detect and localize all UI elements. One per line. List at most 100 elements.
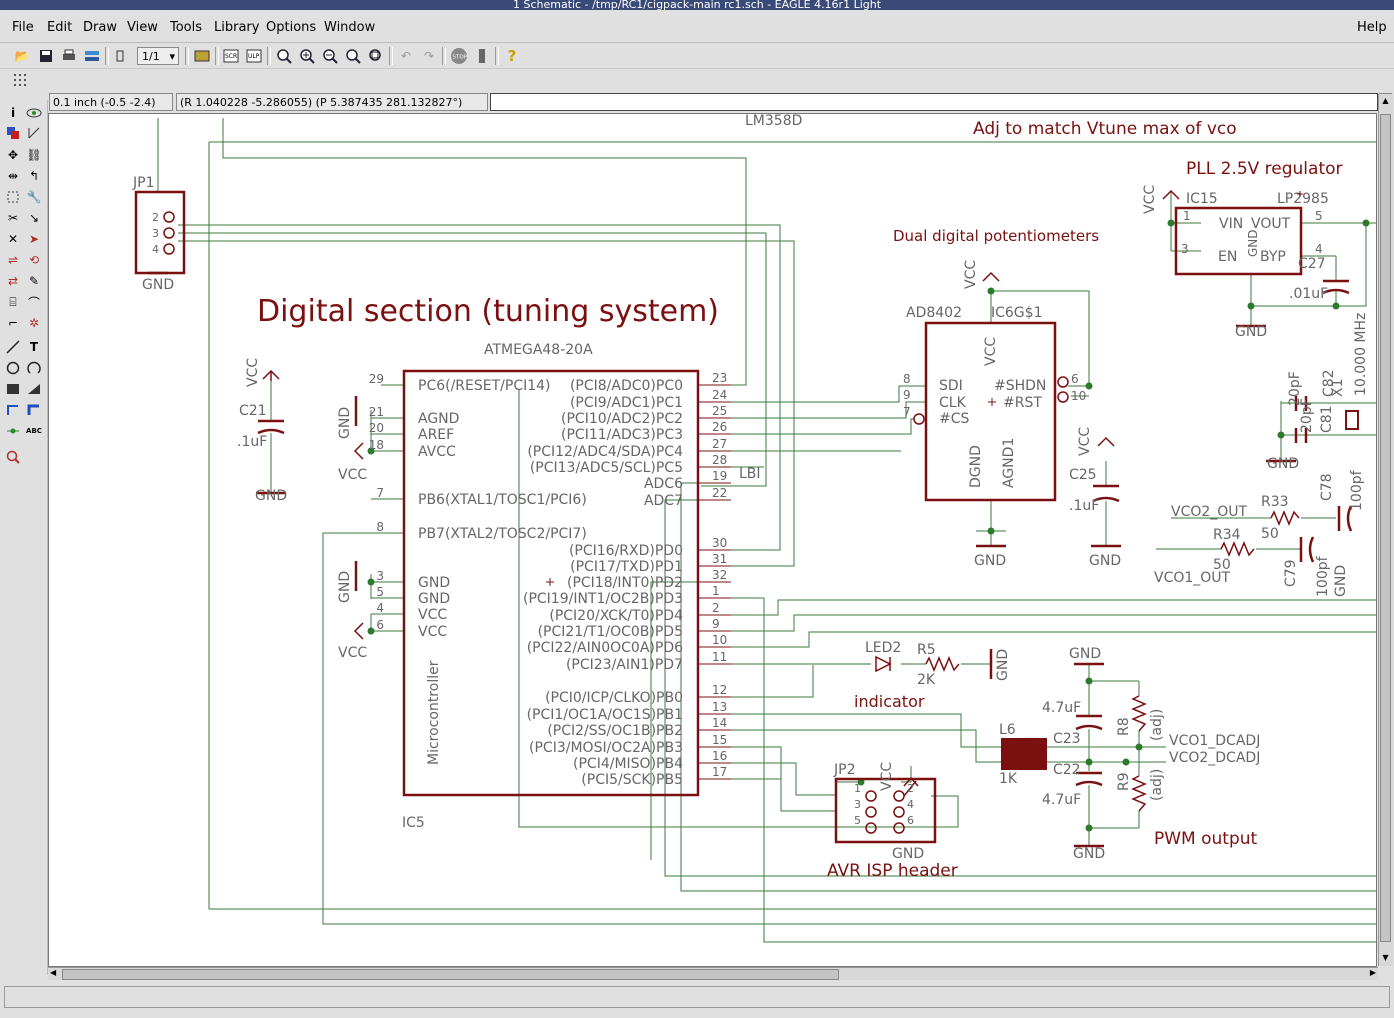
menu-options[interactable]: Options (266, 20, 317, 35)
delete-icon[interactable]: ✕ (7, 232, 19, 246)
mcu-pin-name: (PCI13/ADC5/SCL)PC5 (530, 460, 683, 476)
change-icon[interactable]: 🔧 (26, 190, 42, 204)
mcu-pin-number: 4 (376, 601, 384, 615)
junction-icon[interactable] (4, 422, 22, 440)
menu-window[interactable]: Window (324, 20, 376, 35)
mcu-pin-name: (PCI2/SS/OC1B)PB2 (547, 723, 683, 739)
menu-library[interactable]: Library (214, 20, 260, 35)
mcu-pin-number: 21 (369, 405, 384, 419)
wire-icon[interactable] (4, 338, 22, 356)
gateswap-icon[interactable]: ⟲ (28, 253, 40, 267)
display-icon[interactable] (4, 124, 22, 142)
undo-icon[interactable]: ↶ (400, 49, 412, 63)
copy-icon[interactable]: ⛓ (26, 148, 42, 162)
grid-icon[interactable] (10, 70, 30, 90)
mark-icon[interactable] (25, 124, 43, 142)
jp1-connector[interactable] (134, 190, 186, 275)
scroll-left-icon[interactable]: ◀ (50, 968, 57, 977)
mcu-pin-name: PB6(XTAL1/TOSC1/PCI6) (418, 492, 587, 508)
arc-icon[interactable] (25, 359, 43, 377)
toolbar-separator (105, 47, 109, 65)
pwm-title: PWM output (1154, 829, 1258, 849)
rect-icon[interactable] (4, 380, 22, 398)
vertical-scrollbar[interactable]: ▲ ▼ (1378, 94, 1393, 966)
net-icon[interactable] (25, 401, 43, 419)
zoom-redraw-icon[interactable] (343, 46, 363, 66)
pot-gnd: GND (974, 553, 1006, 569)
zoom-select-icon[interactable] (366, 46, 386, 66)
split-icon[interactable]: ✲ (28, 316, 40, 330)
show-icon[interactable] (25, 104, 43, 122)
command-line-input[interactable] (490, 93, 1378, 111)
regulator-body[interactable] (1174, 206, 1303, 276)
rotate-icon[interactable]: ↰ (28, 169, 40, 183)
menu-help[interactable]: Help (1357, 20, 1387, 35)
label-icon[interactable]: ABC (26, 427, 42, 435)
circle-icon[interactable] (4, 359, 22, 377)
value-icon[interactable]: ⌸ (9, 294, 17, 309)
sheet-select[interactable]: 1/1▾ (137, 47, 179, 65)
ulp-icon[interactable]: ULP (244, 46, 264, 66)
cut-icon[interactable]: ✂ (7, 211, 19, 225)
led-name: LED2 (865, 640, 901, 656)
led-gnd: GND (995, 649, 1011, 681)
pot-body[interactable] (924, 321, 1057, 502)
redo-icon[interactable]: ↷ (423, 49, 435, 63)
mirror-icon[interactable]: ⇹ (7, 169, 19, 183)
mcu-body[interactable] (402, 369, 700, 797)
text-icon[interactable]: T (29, 340, 39, 354)
mcu-pin-number: 9 (712, 617, 720, 631)
scroll-down-icon[interactable]: ▼ (1382, 953, 1389, 962)
ic15-gnd: GND (1235, 324, 1267, 340)
scroll-right-icon[interactable]: ▶ (1369, 968, 1376, 977)
help-icon[interactable]: ? (507, 47, 517, 65)
paste-icon[interactable]: ↘ (28, 211, 40, 225)
zoom-in-icon[interactable] (297, 46, 317, 66)
miter-icon[interactable]: ⌐ (7, 316, 19, 330)
mcu-pin-name: AREF (418, 427, 454, 443)
group-icon[interactable] (4, 188, 22, 206)
cam-icon[interactable] (82, 46, 102, 66)
mcu-pin-name: (PCI9/ADC1)PC1 (570, 395, 683, 411)
move-icon[interactable]: ✥ (7, 148, 19, 162)
horizontal-scrollbar[interactable]: ◀ ▶ (48, 967, 1378, 980)
menu-tools[interactable]: Tools (170, 20, 203, 35)
jp2-connector[interactable] (834, 777, 937, 844)
info-icon[interactable]: i (10, 106, 16, 120)
erc-icon[interactable] (4, 448, 22, 466)
save-icon[interactable] (36, 46, 56, 66)
scroll-up-icon[interactable]: ▲ (1382, 96, 1389, 105)
menu-file[interactable]: File (12, 20, 34, 35)
mcu-pin-name: (PCI16/RXD)PD0 (569, 543, 683, 559)
replace-icon[interactable]: ⇄ (7, 274, 19, 288)
mcu-pin-name: (PCI0/ICP/CLKO)PB0 (545, 690, 683, 706)
horizontal-scroll-thumb[interactable] (62, 969, 839, 980)
mcu-pin-number: 19 (712, 469, 727, 483)
menu-edit[interactable]: Edit (47, 20, 73, 35)
menu-view[interactable]: View (127, 20, 158, 35)
polygon-icon[interactable] (25, 380, 43, 398)
add-icon[interactable]: ➤ (28, 232, 40, 246)
mcu-pin-number: 8 (376, 520, 384, 534)
usepart-icon[interactable] (110, 46, 130, 66)
mcu-pin-name: AVCC (418, 444, 456, 460)
go-icon[interactable] (472, 46, 492, 66)
zoom-fit-icon[interactable] (274, 46, 294, 66)
stop-icon[interactable]: STOP (449, 46, 469, 66)
pinswap-icon[interactable]: ⇌ (7, 253, 19, 267)
open-icon[interactable]: 📂 (14, 49, 30, 63)
l6-inductor[interactable] (1001, 738, 1047, 770)
print-icon[interactable] (59, 46, 79, 66)
ic15-pin-num: 3 (1181, 242, 1189, 256)
pll-title: PLL 2.5V regulator (1186, 159, 1343, 179)
menu-draw[interactable]: Draw (83, 20, 117, 35)
board-icon[interactable] (192, 46, 212, 66)
c78-value: 100pf (1349, 469, 1365, 511)
smash-icon[interactable]: ⌒ (27, 295, 40, 310)
schematic-canvas[interactable]: Digital section (tuning system) Adj to m… (48, 113, 1377, 967)
bus-icon[interactable] (4, 401, 22, 419)
vertical-scroll-thumb[interactable] (1380, 114, 1391, 942)
script-icon[interactable]: SCR (221, 46, 241, 66)
zoom-out-icon[interactable] (320, 46, 340, 66)
name-icon[interactable]: ✎ (28, 274, 40, 288)
